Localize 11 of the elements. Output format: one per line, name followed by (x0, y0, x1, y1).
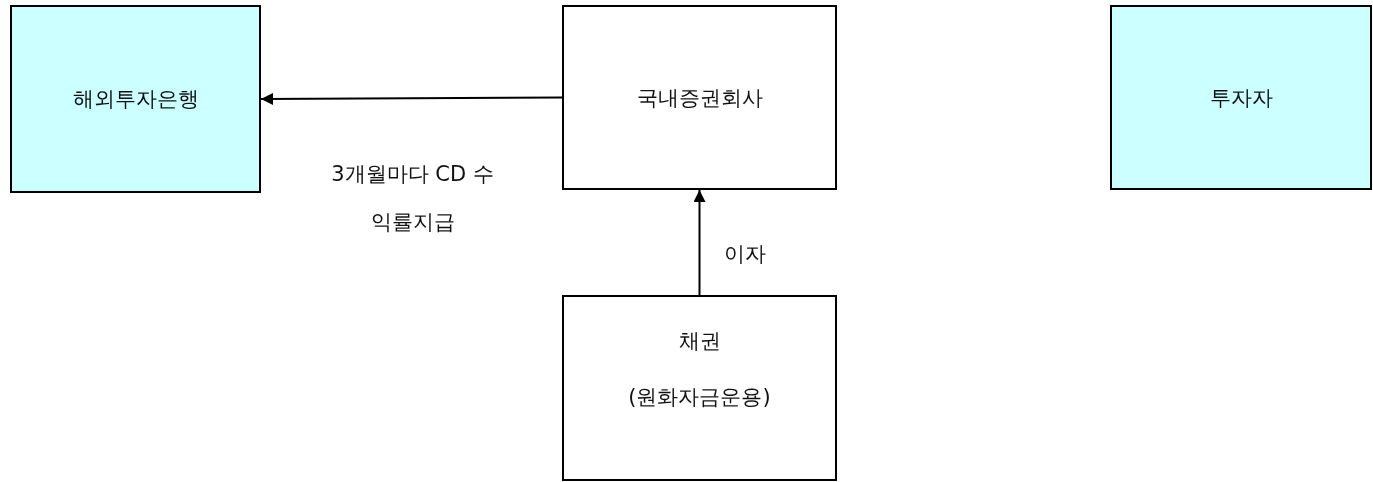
node-label: 투자자 (1209, 84, 1273, 112)
node-label: 국내증권회사 (636, 84, 763, 112)
entity-box (10, 5, 261, 193)
node-label: 해외투자은행 (72, 86, 199, 113)
arrow (693, 189, 706, 296)
entity-box (562, 5, 837, 190)
entity-box (562, 295, 837, 481)
node-label: (원화자금운용) (628, 384, 771, 411)
node-label: 채권 (678, 328, 721, 355)
entity-box (1110, 5, 1372, 190)
arrow (260, 92, 563, 105)
